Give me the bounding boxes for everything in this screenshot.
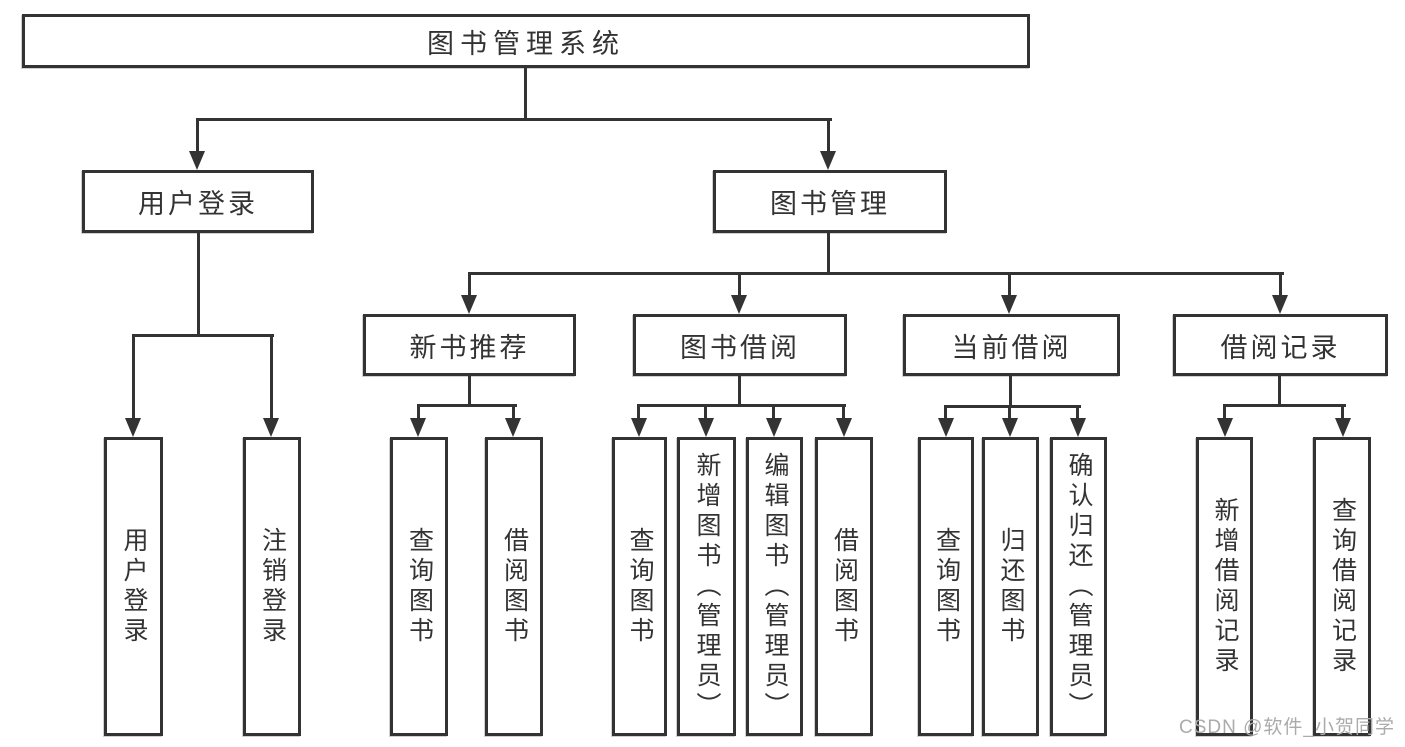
node-label: 新增图书（管理员） bbox=[693, 451, 721, 722]
connector-line bbox=[512, 404, 515, 420]
arrowhead bbox=[189, 151, 205, 170]
node-label: 借阅记录 bbox=[1220, 332, 1341, 363]
connector-line bbox=[1279, 272, 1282, 298]
node-label: 当前借阅 bbox=[951, 332, 1072, 363]
node-label: 新增借阅记录 bbox=[1211, 496, 1239, 677]
arrowhead bbox=[125, 418, 141, 437]
connector-line bbox=[637, 404, 846, 407]
connector-line bbox=[132, 334, 135, 422]
node-label: 注销登录 bbox=[258, 526, 287, 647]
node-label: 图书管理 bbox=[770, 189, 890, 219]
node-book-management: 图书管理 bbox=[713, 170, 947, 233]
connector-line bbox=[738, 376, 741, 407]
arrowhead bbox=[820, 151, 836, 170]
arrowhead bbox=[631, 418, 647, 437]
connector-line bbox=[196, 118, 199, 154]
arrowhead bbox=[1001, 295, 1017, 314]
arrowhead bbox=[1002, 418, 1018, 437]
connector-line bbox=[1223, 404, 1346, 407]
arrowhead bbox=[1070, 418, 1086, 437]
arrowhead bbox=[1335, 418, 1351, 437]
leaf-user-login: 用户登录 bbox=[104, 437, 163, 736]
connector-line bbox=[417, 404, 517, 407]
node-label: 归还图书 bbox=[997, 526, 1025, 647]
node-label: 用户登录 bbox=[138, 189, 258, 219]
arrowhead bbox=[1272, 295, 1288, 314]
node-label: 用户登录 bbox=[120, 526, 148, 647]
node-book-borrowing: 图书借阅 bbox=[633, 314, 847, 376]
leaf-query-books-recommend: 查询图书 bbox=[390, 437, 448, 736]
leaf-query-borrow-record: 查询借阅记录 bbox=[1313, 437, 1371, 736]
node-label: 新书推荐 bbox=[409, 332, 530, 363]
connector-line bbox=[417, 404, 420, 420]
connector-line bbox=[738, 272, 741, 298]
node-label: 查询图书 bbox=[626, 526, 654, 647]
connector-line bbox=[944, 405, 947, 420]
leaf-query-books-borrowing: 查询图书 bbox=[612, 437, 667, 736]
connector-line bbox=[468, 272, 1284, 275]
node-label: 查询图书 bbox=[405, 526, 434, 647]
node-label: 借阅图书 bbox=[500, 526, 529, 647]
leaf-edit-books-admin: 编辑图书（管理员） bbox=[746, 437, 803, 736]
connector-line bbox=[1076, 405, 1079, 420]
arrowhead bbox=[263, 418, 279, 437]
connector-line bbox=[468, 376, 471, 407]
connector-line bbox=[842, 404, 845, 420]
connector-line bbox=[197, 233, 200, 337]
connector-line bbox=[196, 118, 832, 121]
arrowhead bbox=[505, 418, 521, 437]
connector-line bbox=[270, 334, 273, 422]
connector-line bbox=[827, 118, 830, 154]
connector-line bbox=[772, 404, 775, 420]
connector-line bbox=[637, 404, 640, 420]
arrowhead bbox=[461, 295, 477, 314]
node-new-book-recommend: 新书推荐 bbox=[363, 314, 576, 376]
node-label: 图书借阅 bbox=[680, 332, 800, 363]
node-library-management-system: 图书管理系统 bbox=[22, 14, 1030, 68]
node-borrowing-records: 借阅记录 bbox=[1173, 314, 1388, 376]
leaf-borrow-books: 借阅图书 bbox=[815, 437, 873, 736]
arrowhead bbox=[698, 418, 714, 437]
connector-line bbox=[827, 233, 830, 275]
connector-line bbox=[1341, 404, 1344, 420]
arrowhead bbox=[766, 418, 782, 437]
connector-line bbox=[1008, 272, 1011, 298]
leaf-return-books: 归还图书 bbox=[982, 437, 1039, 736]
connector-line bbox=[944, 405, 1081, 408]
node-label: 图书管理系统 bbox=[427, 28, 625, 59]
node-label: 借阅图书 bbox=[830, 526, 859, 647]
connector-line bbox=[1008, 405, 1011, 420]
arrowhead bbox=[410, 418, 426, 437]
leaf-query-books-current: 查询图书 bbox=[918, 437, 974, 736]
node-label: 查询图书 bbox=[932, 526, 961, 647]
leaf-borrow-books-recommend: 借阅图书 bbox=[485, 437, 543, 736]
connector-line bbox=[1223, 404, 1226, 420]
connector-line bbox=[132, 334, 274, 337]
leaf-add-borrow-record: 新增借阅记录 bbox=[1196, 437, 1253, 736]
node-label: 编辑图书（管理员） bbox=[761, 451, 789, 722]
arrowhead bbox=[1217, 418, 1233, 437]
node-label: 确认归还（管理员） bbox=[1065, 451, 1093, 722]
connector-line bbox=[468, 272, 471, 298]
arrowhead bbox=[836, 418, 852, 437]
arrowhead bbox=[938, 418, 954, 437]
node-current-borrowing: 当前借阅 bbox=[903, 314, 1120, 376]
arrowhead bbox=[731, 295, 747, 314]
connector-line bbox=[704, 404, 707, 420]
connector-line bbox=[1009, 376, 1012, 408]
connector-line bbox=[524, 66, 527, 120]
connector-line bbox=[1278, 376, 1281, 406]
leaf-confirm-return-admin: 确认归还（管理员） bbox=[1050, 437, 1107, 736]
node-label: 查询借阅记录 bbox=[1328, 496, 1357, 677]
leaf-logout: 注销登录 bbox=[243, 437, 301, 736]
leaf-add-books-admin: 新增图书（管理员） bbox=[677, 437, 736, 736]
csdn-watermark: CSDN @软件_小贺同学 bbox=[1179, 717, 1395, 738]
node-user-login: 用户登录 bbox=[82, 170, 314, 233]
